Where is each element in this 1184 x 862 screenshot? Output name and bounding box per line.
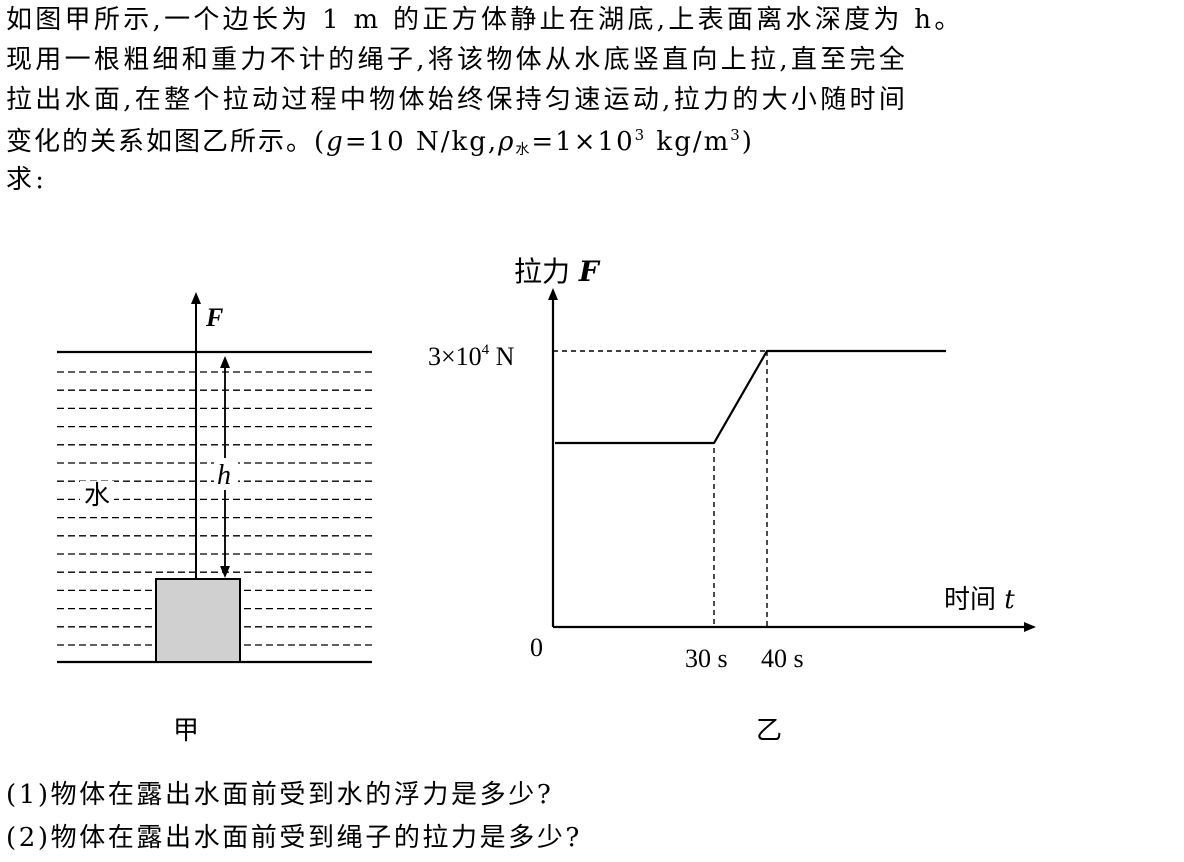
depth-label-bg — [214, 458, 238, 490]
force-series-line — [555, 349, 946, 445]
question-2: (2)物体在露出水面前受到绳子的拉力是多少? — [6, 823, 582, 853]
g-value: =10 N/kg, — [344, 127, 499, 157]
line4-close: ) — [741, 127, 754, 157]
x-axis-label: 时间 t — [944, 585, 1015, 615]
line4-text: 变化的关系如图乙所示。( — [6, 127, 327, 157]
rho-symbol: ρ — [498, 127, 516, 157]
problem-line-1: 如图甲所示,一个边长为 1 m 的正方体静止在湖底,上表面离水深度为 h。 — [6, 5, 964, 35]
g-symbol: g — [326, 127, 345, 157]
problem-line-5: 求: — [6, 165, 48, 195]
rho-value: =1×10 — [531, 127, 635, 157]
x-tick-30: 30 s — [685, 644, 728, 673]
origin-label: 0 — [530, 633, 543, 662]
rho-exponent: 3 — [634, 126, 647, 144]
problem-line-3: 拉出水面,在整个拉动过程中物体始终保持匀速运动,拉力的大小随时间 — [6, 85, 909, 115]
rho-subscript: 水 — [515, 142, 532, 158]
x-tick-40: 40 s — [761, 644, 804, 673]
cube — [155, 578, 241, 663]
rho-unit-exponent: 3 — [730, 126, 742, 144]
caption-jia: 甲 — [173, 716, 200, 746]
problem-line-2: 现用一根粗细和重力不计的绳子,将该物体从水底竖直向上拉,直至完全 — [6, 45, 909, 75]
force-label: F — [205, 303, 223, 332]
depth-label: h — [217, 460, 231, 491]
question-1: (1)物体在露出水面前受到水的浮力是多少? — [6, 780, 554, 810]
problem-line-4: 变化的关系如图乙所示。(g=10 N/kg,ρ水=1×103 kg/m3) — [6, 122, 1178, 162]
figure-yi: 3×104 N 0 30 s 40 s — [428, 288, 1036, 673]
water-label: 水 — [80, 481, 115, 511]
rho-unit: kg/m — [646, 127, 731, 157]
y-axis-label: 拉力 F — [514, 255, 599, 288]
caption-yi: 乙 — [756, 716, 783, 746]
figure-jia: h F — [57, 292, 372, 664]
y-tick-label: 3×104 N — [428, 342, 515, 371]
